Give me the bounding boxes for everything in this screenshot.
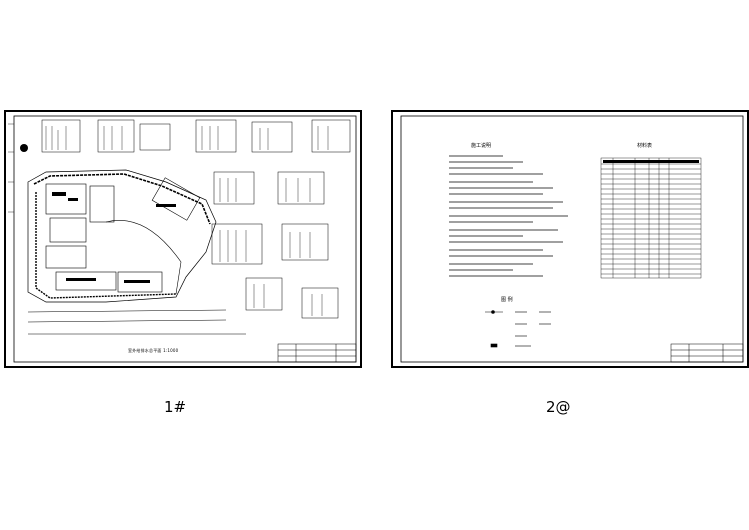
drawing-sheet-1: 室外给排水总平面 1:1000 <box>4 110 362 368</box>
north-arrow-icon <box>20 144 28 152</box>
table-title: 材料表 <box>637 143 653 149</box>
drawing-sheet-2: 施工说明 材料表 图 例 <box>391 110 749 368</box>
plan-title: 室外给排水总平面 1:1000 <box>128 348 179 353</box>
sheet-1-caption: 1# <box>164 398 187 416</box>
site-plan-drawing <box>8 115 357 363</box>
sheet-2-caption: 2@ <box>546 398 571 416</box>
notes-title: 施工说明 <box>471 143 492 149</box>
notes-and-table-drawing <box>400 115 744 363</box>
legend-title: 图 例 <box>501 297 513 303</box>
